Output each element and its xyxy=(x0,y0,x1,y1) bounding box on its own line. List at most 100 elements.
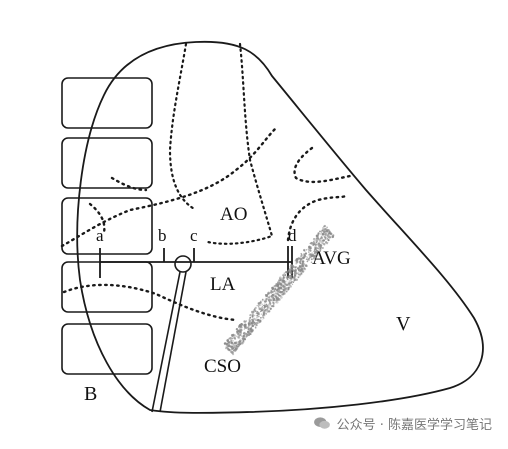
speckle-dot xyxy=(238,336,240,338)
speckle-dot xyxy=(265,303,268,306)
speckle-dot xyxy=(327,235,331,238)
speckle-dot xyxy=(223,342,227,345)
watermark: 公众号 · 陈嘉医学学习笔记 xyxy=(313,412,492,434)
speckle-dot xyxy=(322,247,324,249)
speckle-dot xyxy=(261,298,264,301)
speckle-dot xyxy=(279,286,282,289)
speckle-dot xyxy=(273,290,276,292)
speckle-dot xyxy=(238,331,241,334)
speckle-dot xyxy=(251,318,254,321)
speckle-dot xyxy=(293,272,296,275)
label-b: B xyxy=(84,383,97,405)
speckle-dot xyxy=(256,324,258,327)
speckle-dot xyxy=(326,226,328,229)
speckle-dot xyxy=(282,285,286,289)
speckle-dot xyxy=(324,238,327,240)
speckle-dot xyxy=(308,255,312,259)
speckle-dot xyxy=(282,274,285,277)
speckle-dot xyxy=(309,249,312,252)
speckle-dot xyxy=(306,256,309,258)
speckle-dot xyxy=(254,308,256,310)
speckle-dot xyxy=(231,350,233,353)
speckle-dot xyxy=(246,335,248,337)
speckle-dot xyxy=(271,286,273,289)
speckle-dot xyxy=(289,266,291,268)
speckle-dot xyxy=(328,231,331,234)
speckle-dot xyxy=(262,319,264,321)
speckle-dot xyxy=(253,322,256,325)
speckle-dot xyxy=(249,332,252,336)
speckle-dot xyxy=(320,231,323,233)
speckle-dot xyxy=(232,343,236,346)
speckle-dot xyxy=(315,249,318,251)
speckle-dot xyxy=(319,237,321,240)
speckle-dot xyxy=(298,273,300,276)
speckle-dot xyxy=(314,239,316,241)
speckle-dot xyxy=(313,255,317,258)
speckle-dot xyxy=(286,276,289,279)
speckle-dot xyxy=(282,280,286,284)
speckle-dot xyxy=(326,229,329,233)
speckle-dot xyxy=(265,313,267,315)
label-b-small: b xyxy=(158,226,167,245)
speckle-dot xyxy=(260,306,264,309)
speckle-dot xyxy=(250,318,252,321)
speckle-dot xyxy=(251,315,254,317)
speckle-dot xyxy=(272,302,275,304)
speckle-dot xyxy=(289,278,291,280)
speckle-dot xyxy=(269,291,273,294)
speckle-dot xyxy=(324,242,326,245)
speckle-dot xyxy=(251,312,254,316)
speckle-dot xyxy=(262,311,266,314)
speckle-dot xyxy=(326,238,329,241)
speckle-dot xyxy=(303,253,305,255)
speckle-dot xyxy=(297,272,300,275)
speckle-dot xyxy=(260,313,262,315)
speckle-dot xyxy=(256,317,258,319)
speckle-dot xyxy=(321,241,324,245)
speckle-dot xyxy=(247,333,251,337)
aorta-right-wall xyxy=(206,42,274,245)
speckle-dot xyxy=(295,260,299,264)
speckle-dot xyxy=(324,233,327,237)
speckle-dot xyxy=(247,331,250,333)
speckle-dot xyxy=(236,336,240,339)
speckle-dot xyxy=(267,303,270,305)
speckle-dot xyxy=(267,292,270,295)
speckle-dot xyxy=(291,277,294,280)
mitral-ring-dotted xyxy=(286,194,348,242)
speckle-dot xyxy=(249,314,252,316)
speckle-dot xyxy=(319,249,321,252)
label-c: c xyxy=(190,226,198,245)
speckled-groove xyxy=(223,224,335,356)
speckle-dot xyxy=(300,273,303,275)
speckle-dot xyxy=(287,287,290,290)
speckle-dot xyxy=(274,292,277,294)
speckle-dot xyxy=(275,300,279,304)
speckle-dot xyxy=(231,336,233,338)
speckle-dot xyxy=(235,328,239,331)
speckle-dot xyxy=(237,336,241,340)
speckle-dot xyxy=(242,340,245,342)
speckle-dot xyxy=(288,268,291,270)
speckle-dot xyxy=(231,338,234,340)
speckle-dot xyxy=(251,318,254,321)
speckle-dot xyxy=(257,315,260,318)
speckle-dot xyxy=(323,225,325,228)
speckle-dot xyxy=(238,329,240,331)
speckle-dot xyxy=(272,299,275,302)
speckle-dot xyxy=(283,272,285,274)
label-cso: CSO xyxy=(204,356,241,377)
speckle-dot xyxy=(299,257,303,261)
speckle-dot xyxy=(257,313,260,315)
speckle-dot xyxy=(234,347,238,350)
speckle-dot xyxy=(245,326,248,329)
left-dotted-connector xyxy=(88,202,106,234)
speckle-dot xyxy=(285,283,289,287)
speckle-dot xyxy=(327,231,329,233)
label-v: V xyxy=(396,313,411,335)
speckle-dot xyxy=(267,299,271,302)
speckle-dot xyxy=(286,276,289,279)
speckle-dot xyxy=(315,252,318,254)
speckle-dot xyxy=(274,285,276,287)
